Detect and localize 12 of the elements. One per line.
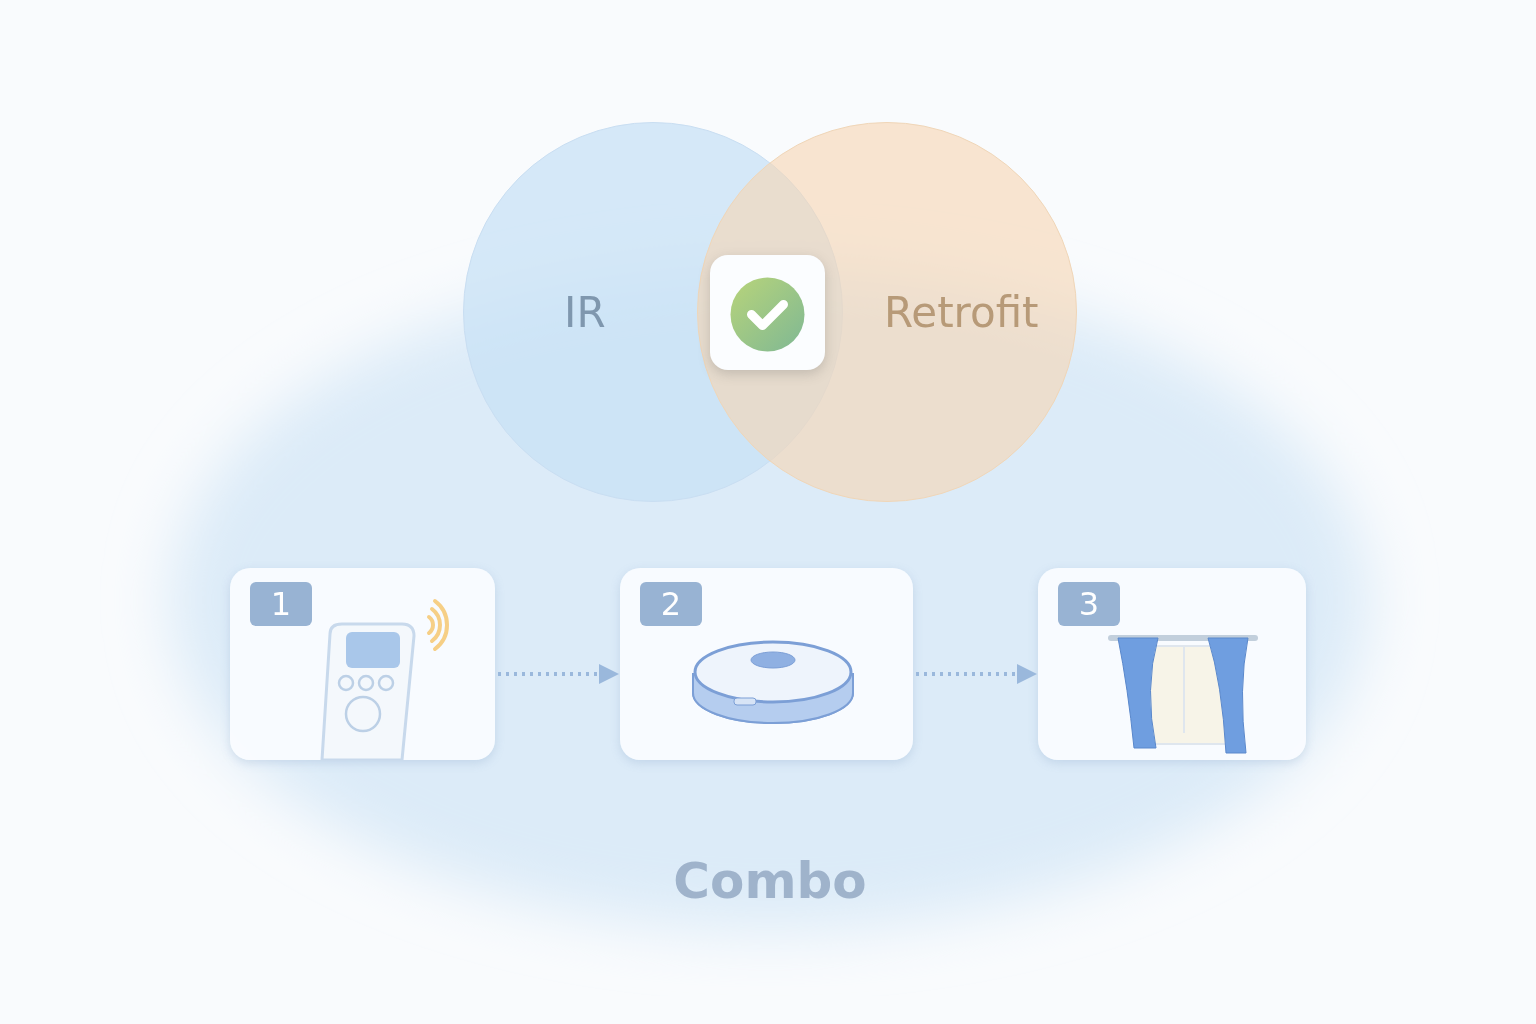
step-number: 1 [250,582,312,626]
circle-label: Retrofit [884,287,1039,337]
caption-text: Combo [672,852,868,910]
dotted-arrow [498,664,619,684]
step-number: 3 [1058,582,1120,626]
dotted-arrow [916,664,1037,684]
step-number: 2 [640,582,702,626]
step-card [1038,568,1306,760]
circle-label: IR [564,287,606,337]
step-card [230,568,495,760]
step-card [620,568,913,760]
check-tile [710,255,825,370]
